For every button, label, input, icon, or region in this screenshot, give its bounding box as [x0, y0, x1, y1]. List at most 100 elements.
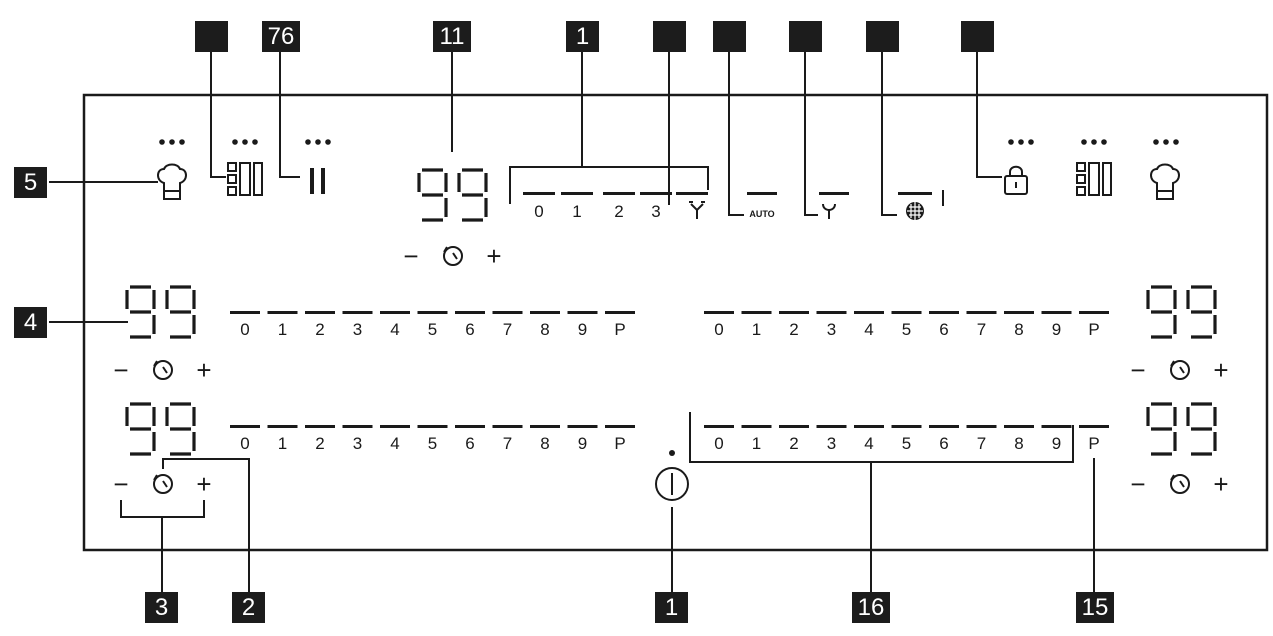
level-bar[interactable]	[455, 311, 485, 314]
level-bar[interactable]	[305, 425, 335, 428]
level-bar[interactable]	[567, 311, 598, 314]
callout-1: 1	[655, 592, 688, 623]
callout-lock	[961, 21, 994, 52]
auto-bar[interactable]	[747, 192, 777, 195]
boost-bar[interactable]	[676, 192, 708, 195]
level-label: 3	[827, 320, 836, 339]
zone-timer-rear-right[interactable]: −+	[1130, 469, 1228, 499]
power-icon[interactable]	[655, 450, 689, 501]
level-bar[interactable]	[230, 311, 260, 314]
pause-icon[interactable]	[310, 168, 325, 194]
zone-timer-front-left[interactable]: −+	[113, 355, 211, 385]
timer-minus-button[interactable]: −	[403, 241, 418, 271]
level-bar[interactable]	[530, 311, 560, 314]
hood-timer-control[interactable]: −+	[403, 241, 501, 271]
level-label: P	[1088, 320, 1099, 339]
fan-level-bar[interactable]	[523, 192, 555, 195]
level-bar[interactable]	[891, 311, 922, 314]
timer-plus-button[interactable]: +	[486, 241, 501, 271]
boost-fan-icon[interactable]	[689, 201, 705, 219]
level-bar[interactable]	[741, 425, 772, 428]
level-bar[interactable]	[704, 311, 734, 314]
timer-minus-button[interactable]: −	[1130, 355, 1145, 385]
level-bar[interactable]	[380, 425, 410, 428]
light-bar[interactable]	[898, 192, 932, 195]
level-bar[interactable]	[417, 425, 448, 428]
level-bar[interactable]	[1004, 311, 1034, 314]
level-scale-rear-right-p[interactable]: P	[1079, 425, 1109, 453]
zone-timer-rear-left[interactable]: −+	[113, 469, 211, 499]
level-bar[interactable]	[342, 311, 373, 314]
level-bar[interactable]	[1041, 425, 1072, 428]
level-bar[interactable]	[267, 425, 298, 428]
level-bar[interactable]	[305, 311, 335, 314]
light-icon[interactable]	[906, 202, 924, 220]
fan-level-bar[interactable]	[561, 192, 593, 195]
level-bar[interactable]	[929, 425, 959, 428]
level-bar[interactable]	[891, 425, 922, 428]
level-bar[interactable]	[567, 425, 598, 428]
fan-level-bar[interactable]	[640, 192, 672, 195]
level-bar[interactable]	[492, 311, 523, 314]
level-label: 2	[315, 434, 324, 453]
level-bar[interactable]	[417, 311, 448, 314]
level-label: 9	[578, 320, 587, 339]
level-bar[interactable]	[1041, 311, 1072, 314]
level-bar[interactable]	[530, 425, 560, 428]
timer-plus-button[interactable]: +	[1213, 469, 1228, 499]
level-bar[interactable]	[966, 311, 997, 314]
lock-icon[interactable]	[1004, 165, 1028, 195]
level-bar[interactable]	[1004, 425, 1034, 428]
timer-icon[interactable]	[153, 474, 173, 494]
chef-hat-icon[interactable]	[157, 163, 187, 200]
callout-light	[866, 21, 899, 52]
fan-level-bar[interactable]	[603, 192, 635, 195]
level-bar[interactable]	[230, 425, 260, 428]
level-bar[interactable]	[704, 425, 734, 428]
timer-icon[interactable]	[1170, 474, 1190, 494]
level-bar[interactable]	[342, 425, 373, 428]
level-bar[interactable]	[1079, 311, 1109, 314]
timer-plus-button[interactable]: +	[196, 355, 211, 385]
level-bar[interactable]	[380, 311, 410, 314]
fan-bar[interactable]	[819, 192, 849, 195]
level-bar[interactable]	[605, 425, 635, 428]
level-bar[interactable]	[966, 425, 997, 428]
timer-plus-button[interactable]: +	[196, 469, 211, 499]
timer-icon[interactable]	[1170, 360, 1190, 380]
zone-timer-front-right[interactable]: −+	[1130, 355, 1228, 385]
leader-bridge-left	[210, 52, 226, 178]
level-label: 2	[789, 320, 798, 339]
level-bar[interactable]	[854, 425, 884, 428]
fan-icon[interactable]	[822, 203, 836, 219]
level-label: 4	[390, 434, 399, 453]
level-bar[interactable]	[741, 311, 772, 314]
level-bar[interactable]	[816, 311, 847, 314]
level-bar[interactable]	[929, 311, 959, 314]
timer-icon[interactable]	[443, 246, 463, 266]
timer-minus-button[interactable]: −	[113, 355, 128, 385]
timer-minus-button[interactable]: −	[113, 469, 128, 499]
bridge-zone-icon[interactable]	[1076, 162, 1112, 196]
level-bar[interactable]	[1079, 425, 1109, 428]
level-bar[interactable]	[779, 425, 809, 428]
level-bar[interactable]	[455, 425, 485, 428]
level-bar[interactable]	[816, 425, 847, 428]
leader-2	[162, 458, 250, 592]
timer-plus-button[interactable]: +	[1213, 355, 1228, 385]
timer-minus-button[interactable]: −	[1130, 469, 1145, 499]
level-bar[interactable]	[605, 311, 635, 314]
fan-level-label: 1	[572, 202, 581, 221]
chef-hat-icon[interactable]	[1150, 163, 1180, 200]
level-bar[interactable]	[779, 311, 809, 314]
level-bar[interactable]	[492, 425, 523, 428]
timer-icon[interactable]	[153, 360, 173, 380]
level-bar[interactable]	[854, 311, 884, 314]
level-bar[interactable]	[267, 311, 298, 314]
bridge-zone-icon[interactable]	[227, 162, 263, 196]
level-label: 7	[503, 434, 512, 453]
